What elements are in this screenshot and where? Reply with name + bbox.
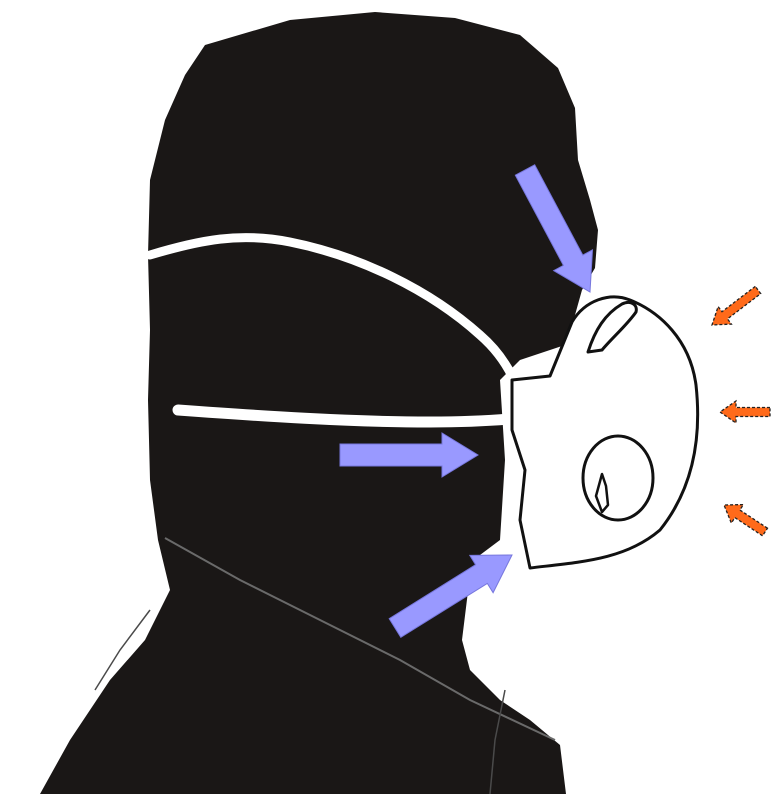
exhalation-valve [583,436,653,520]
air-arrow-middle [720,401,770,423]
incoming-air-arrows-group [712,286,770,535]
air-arrow-bottom [724,505,768,536]
air-arrow-top [712,286,761,325]
